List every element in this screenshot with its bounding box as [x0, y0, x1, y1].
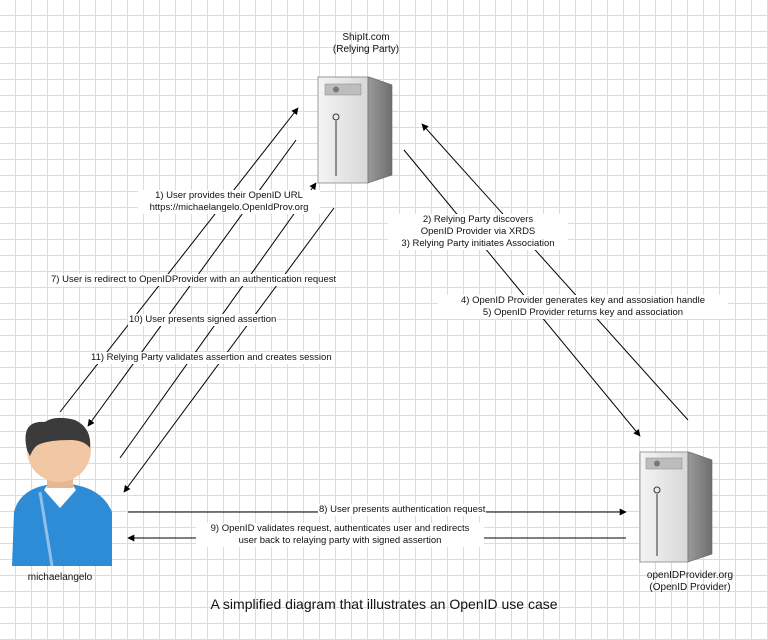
message-3-text: 3) Relying Party initiates Association: [401, 238, 555, 249]
message-2-3: 2) Relying Party discovers OpenID Provid…: [388, 214, 568, 250]
diagram-caption: A simplified diagram that illustrates an…: [210, 596, 558, 612]
relying-party-server-icon: [317, 76, 393, 184]
message-9-detail: user back to relaying party with signed …: [238, 535, 442, 546]
message-4-text: 4) OpenID Provider generates key and ass…: [461, 295, 705, 306]
message-11: 11) Relying Party validates assertion an…: [90, 352, 333, 364]
provider-role: (OpenID Provider): [649, 582, 731, 593]
user-avatar-icon: [12, 417, 112, 567]
relying-party-role: (Relying Party): [332, 44, 400, 55]
message-9-text: 9) OpenID validates request, authenticat…: [210, 523, 470, 534]
relying-party-label: ShipIt.com (Relying Party): [318, 32, 414, 56]
message-8: 8) User presents authentication request: [318, 504, 487, 516]
arrow-2-3-relying-party-to-provider: [403, 149, 641, 437]
provider-name: openIDProvider.org: [646, 570, 734, 581]
message-2-text: 2) Relying Party discovers: [422, 214, 534, 225]
message-4-5: 4) OpenID Provider generates key and ass…: [438, 295, 728, 319]
user-label: michaelangelo: [27, 572, 93, 583]
provider-server-icon: [639, 451, 713, 563]
arrow-11-relying-party-to-user: [123, 207, 335, 493]
message-7: 7) User is redirect to OpenIDProvider wi…: [50, 274, 338, 286]
relying-party-name: ShipIt.com: [342, 32, 390, 43]
message-10: 10) User presents signed assertion: [128, 314, 278, 326]
arrow-1-user-to-relying-party: [59, 107, 299, 413]
arrow-4-5-provider-to-relying-party: [421, 123, 689, 421]
message-2-detail: OpenID Provider via XRDS: [420, 226, 536, 237]
message-1-text: 1) User provides their OpenID URL: [155, 190, 303, 201]
message-9: 9) OpenID validates request, authenticat…: [196, 523, 484, 547]
message-1: 1) User provides their OpenID URL https:…: [138, 190, 320, 214]
message-5-text: 5) OpenID Provider returns key and assoc…: [482, 307, 684, 318]
message-1-url: https://michaelangelo.OpenIdProv.org: [149, 202, 309, 213]
provider-label: openIDProvider.org (OpenID Provider): [630, 570, 750, 594]
